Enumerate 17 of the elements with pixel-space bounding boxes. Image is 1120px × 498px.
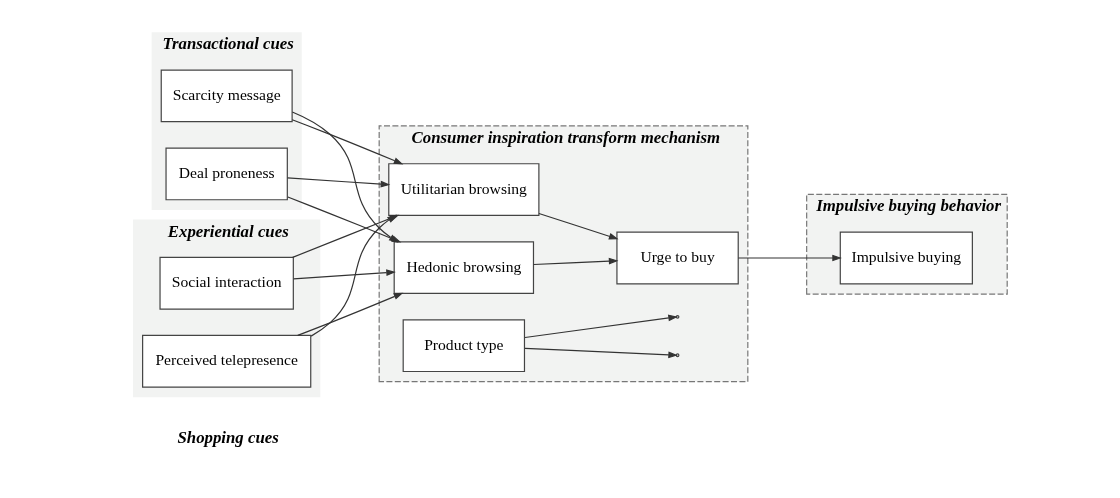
node-box: Perceived telepresence (141, 334, 311, 388)
node-box: Product type (402, 319, 525, 373)
node-box: Utilitarian browsing (387, 163, 539, 216)
arrow (286, 177, 390, 188)
label: Shopping cues (176, 427, 279, 447)
node-box: Impulsive buying (839, 231, 973, 285)
node-box: Scarcity message (160, 69, 293, 123)
node-box: Urge to buy (615, 231, 739, 285)
node-box: Social interaction (158, 256, 294, 310)
arrow (532, 257, 618, 266)
arrow (292, 269, 396, 280)
node-box: Hedonic browsing (393, 241, 534, 295)
node-box: Deal proneness (164, 147, 288, 201)
arrow (291, 119, 403, 165)
arrow (537, 212, 618, 240)
arrow (296, 292, 403, 336)
arrow (737, 254, 842, 262)
